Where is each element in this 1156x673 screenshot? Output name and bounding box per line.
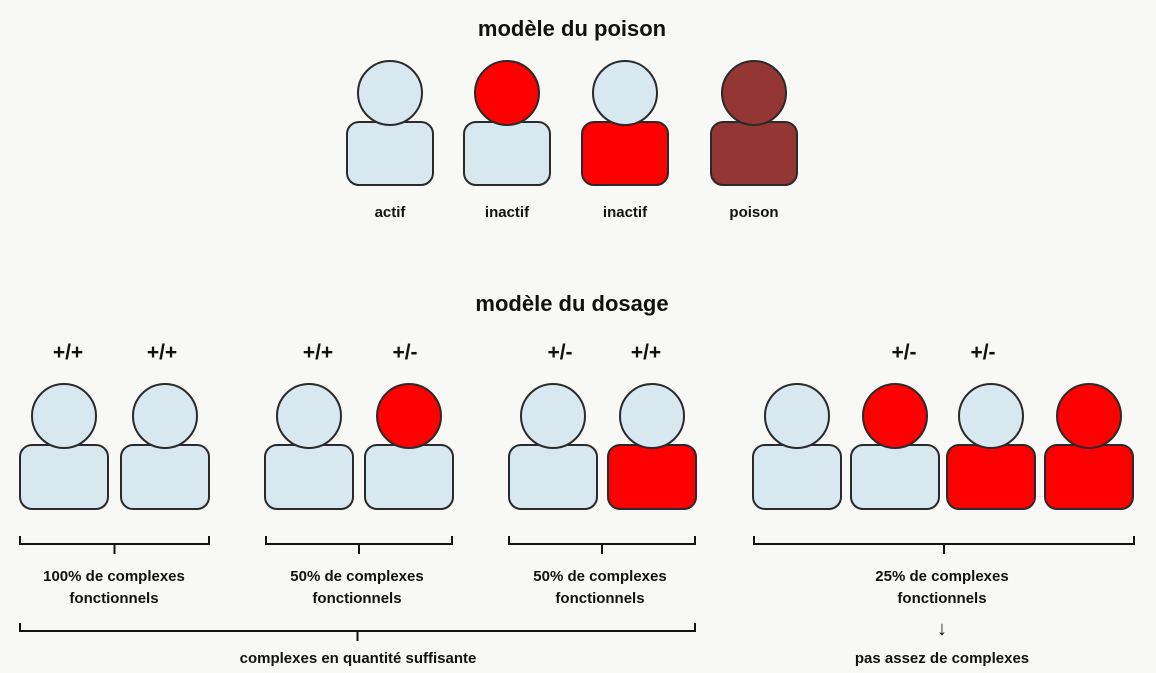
dosage-model-title: modèle du dosage (475, 291, 669, 316)
subunit-head (1056, 383, 1122, 449)
poison-unit-label-inactif-body: inactif (602, 204, 648, 221)
genotype-label: +/+ (630, 341, 662, 364)
subunit-body (946, 444, 1036, 510)
subunit-head (592, 60, 658, 126)
subunit-head (721, 60, 787, 126)
poison-unit-label-inactif-head: inactif (484, 204, 530, 221)
genotype-label: +/- (392, 341, 418, 364)
subunit-body (463, 121, 551, 186)
poison-unit-label-actif: actif (374, 204, 406, 221)
genotype-label: +/- (547, 341, 573, 364)
group-bracket (19, 536, 210, 554)
group-caption: 100% de complexes fonctionnels (43, 568, 185, 607)
genotype-label: +/+ (52, 341, 84, 364)
group-bracket (265, 536, 453, 554)
subunit-head (619, 383, 685, 449)
subunit-body (710, 121, 798, 186)
subunit-head (764, 383, 830, 449)
subunit-body (346, 121, 434, 186)
summary-sufficient: complexes en quantité suffisante (239, 650, 477, 667)
subunit-head (474, 60, 540, 126)
subunit-body (364, 444, 454, 510)
genotype-label: +/- (970, 341, 996, 364)
subunit-body (607, 444, 697, 510)
summary-insufficient: pas assez de complexes (854, 650, 1030, 667)
poison-model-title: modèle du poison (477, 16, 667, 41)
group-bracket (19, 623, 696, 641)
subunit-body (752, 444, 842, 510)
group-caption: 25% de complexes fonctionnels (875, 568, 1009, 607)
group-caption: 50% de complexes fonctionnels (533, 568, 667, 607)
group-caption: 50% de complexes fonctionnels (290, 568, 424, 607)
subunit-head (276, 383, 342, 449)
poison-unit-label-poison: poison (729, 204, 779, 221)
subunit-body (850, 444, 940, 510)
subunit-body (120, 444, 210, 510)
subunit-head (376, 383, 442, 449)
subunit-body (264, 444, 354, 510)
subunit-body (508, 444, 598, 510)
subunit-head (958, 383, 1024, 449)
group-bracket (753, 536, 1135, 554)
genotype-label: +/+ (146, 341, 178, 364)
subunit-body (581, 121, 669, 186)
group-bracket (508, 536, 696, 554)
subunit-body (19, 444, 109, 510)
subunit-head (520, 383, 586, 449)
subunit-head (862, 383, 928, 449)
subunit-head (132, 383, 198, 449)
subunit-head (357, 60, 423, 126)
subunit-body (1044, 444, 1134, 510)
genotype-label: +/+ (302, 341, 334, 364)
genotype-label: +/- (891, 341, 917, 364)
down-arrow-icon: ↓ (937, 618, 947, 640)
subunit-head (31, 383, 97, 449)
